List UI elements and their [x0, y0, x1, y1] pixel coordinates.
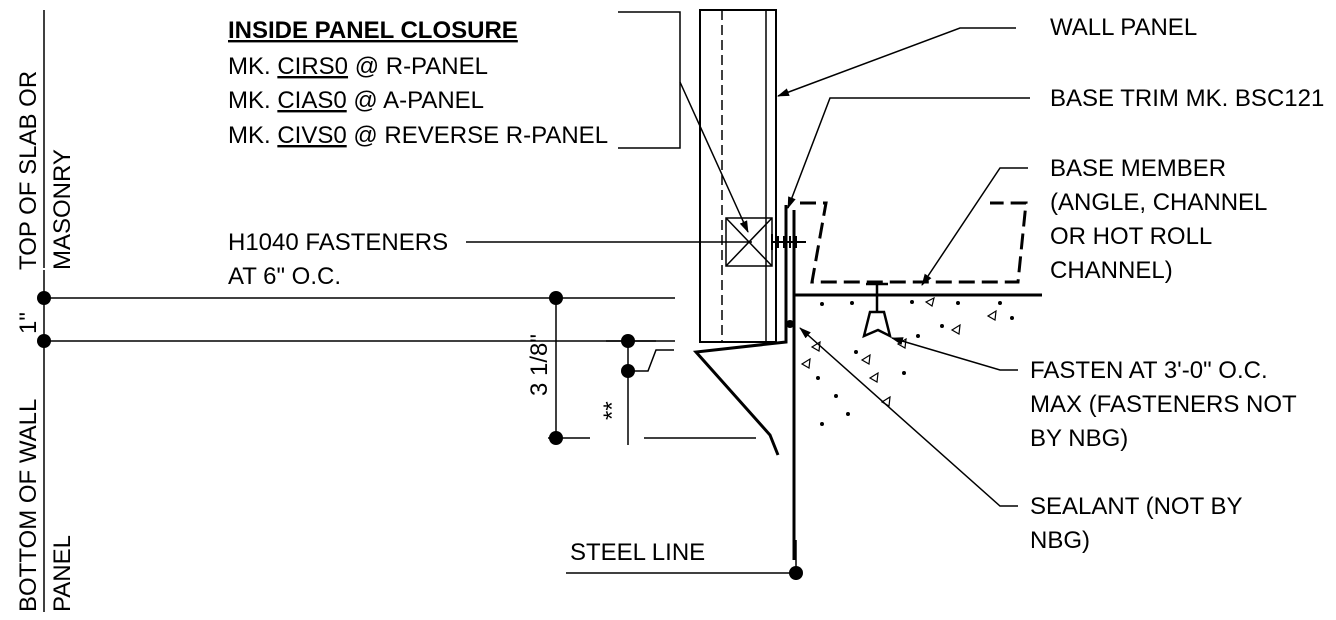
- sealant-label: SEALANT (NOT BY NBG): [1030, 493, 1243, 554]
- dimension-star-label: **: [599, 401, 626, 420]
- bottom-of-wall-label: BOTTOM OF WALL PANEL: [15, 399, 76, 612]
- fasteners-label: H1040 FASTENERS AT 6" O.C.: [228, 229, 448, 290]
- closure-item-r-panel: MK. CIRS0 @ R-PANEL: [228, 53, 488, 80]
- wall-panel: [699, 9, 777, 343]
- closure-item-reverse-r-panel: MK. CIVS0 @ REVERSE R-PANEL: [228, 122, 608, 149]
- svg-text:FASTEN AT 3'-0" O.C.: FASTEN AT 3'-0" O.C.: [1030, 357, 1268, 384]
- svg-text:PANEL: PANEL: [49, 535, 76, 612]
- dimension-3-1-8-label: 3 1/8": [526, 334, 553, 396]
- svg-text:H1040 FASTENERS: H1040 FASTENERS: [228, 229, 448, 256]
- svg-text:BY NBG): BY NBG): [1030, 425, 1128, 452]
- svg-text:MAX (FASTENERS NOT: MAX (FASTENERS NOT: [1030, 391, 1297, 418]
- steel-line-label: STEEL LINE: [570, 539, 705, 566]
- svg-text:TOP OF SLAB OR: TOP OF SLAB OR: [15, 71, 42, 270]
- svg-text:(ANGLE, CHANNEL: (ANGLE, CHANNEL: [1050, 189, 1267, 216]
- h1040-fastener: [771, 234, 806, 250]
- svg-text:CHANNEL): CHANNEL): [1050, 257, 1173, 284]
- fasten-note-label: FASTEN AT 3'-0" O.C. MAX (FASTENERS NOT …: [1030, 357, 1297, 452]
- closure-callout: INSIDE PANEL CLOSURE MK. CIRS0 @ R-PANEL…: [228, 17, 608, 149]
- base-member: [800, 201, 1028, 284]
- base-member-label: BASE MEMBER (ANGLE, CHANNEL OR HOT ROLL …: [1050, 155, 1267, 284]
- svg-text:SEALANT (NOT BY: SEALANT (NOT BY: [1030, 493, 1243, 520]
- dimension-lines: [43, 270, 797, 580]
- closure-item-a-panel: MK. CIAS0 @ A-PANEL: [228, 87, 484, 114]
- svg-text:AT 6" O.C.: AT 6" O.C.: [228, 263, 341, 290]
- wall-panel-label: WALL PANEL: [1050, 14, 1197, 41]
- svg-text:BOTTOM OF WALL: BOTTOM OF WALL: [15, 399, 42, 612]
- closure-title: INSIDE PANEL CLOSURE: [228, 17, 518, 44]
- sealant-bead: [786, 320, 794, 328]
- svg-text:BASE MEMBER: BASE MEMBER: [1050, 155, 1226, 182]
- base-trim-label: BASE TRIM MK. BSC121: [1050, 85, 1324, 112]
- concrete-stipple: [800, 296, 1014, 427]
- dimension-1in-label: 1": [15, 312, 42, 334]
- leader-lines: [466, 11, 1030, 507]
- svg-text:NBG): NBG): [1030, 527, 1090, 554]
- base-trim: [692, 205, 1042, 560]
- dimension-dots: [37, 291, 803, 580]
- svg-text:MASONRY: MASONRY: [49, 149, 76, 270]
- svg-text:OR HOT ROLL: OR HOT ROLL: [1050, 223, 1212, 250]
- anchor-fastener: [862, 282, 892, 339]
- top-of-slab-label: TOP OF SLAB OR MASONRY: [15, 71, 76, 270]
